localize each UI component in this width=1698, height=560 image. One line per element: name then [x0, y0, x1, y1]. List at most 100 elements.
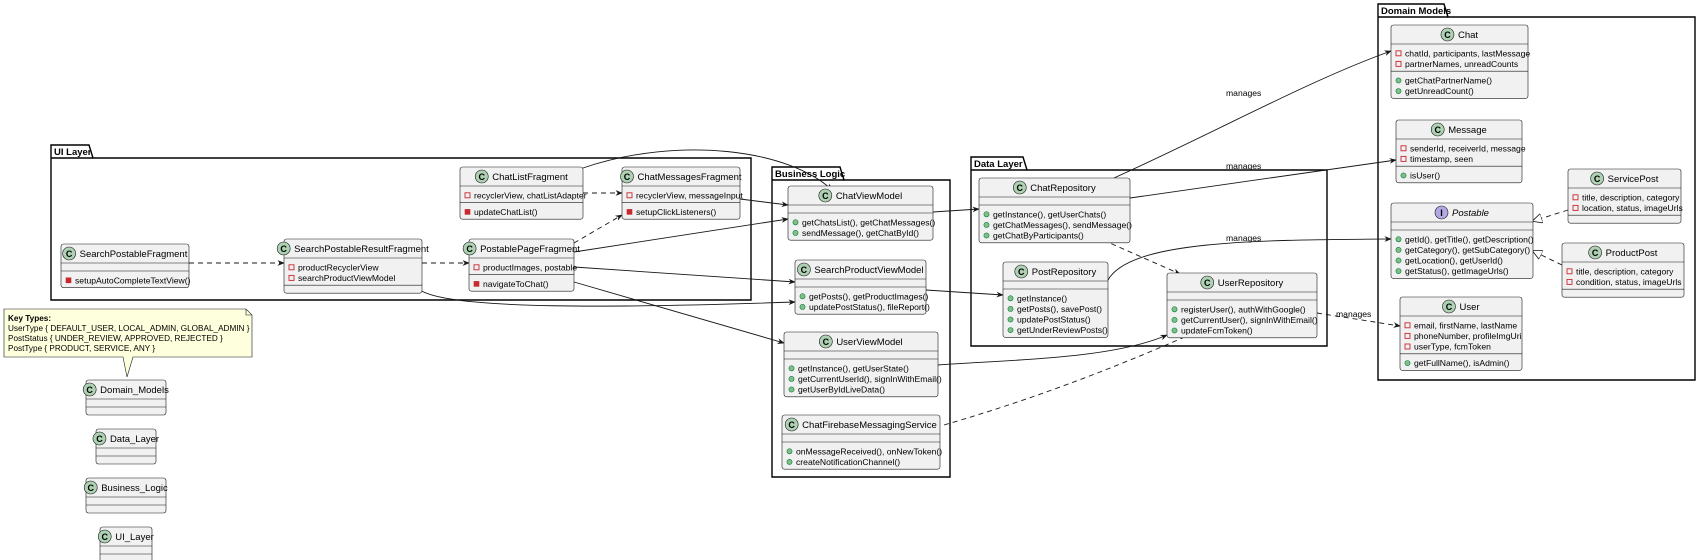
manages-label: manages — [1226, 88, 1261, 98]
class-icon — [1200, 275, 1215, 290]
class-icon — [1590, 171, 1604, 186]
class-search-postable-fragment[interactable]: C SearchPostableFragment setupAutoComplete… — [60, 243, 191, 288]
class-method: updateFcmToken() — [1181, 326, 1253, 336]
class-field: recyclerView, chatListAdapter — [474, 190, 587, 200]
public-method-icon — [1395, 268, 1402, 274]
class-method: getInstance(), getUserState() — [798, 363, 909, 373]
class-field: partnerNames, unreadCounts — [1405, 59, 1518, 69]
class-method: getId(), getTitle(), getDescription() — [1405, 234, 1534, 244]
class-method: updateChatList() — [474, 207, 538, 217]
class-method: registerUser(), authWithGoogle() — [1181, 304, 1306, 314]
stereotype-letter: C — [823, 337, 830, 347]
class-user-view-model[interactable]: C UserViewModel getInstance(), getUserStat… — [783, 331, 942, 398]
class-icon — [1442, 299, 1456, 314]
class-icon — [276, 241, 291, 256]
note-line-posttype: PostType { PRODUCT, SERVICE, ANY } — [8, 344, 155, 353]
class-icon — [1012, 180, 1027, 195]
class-name: UI_Layer — [115, 532, 154, 543]
class-field: condition, status, imageUrls — [1576, 277, 1682, 287]
public-method-icon — [1395, 246, 1402, 253]
public-method-icon — [983, 211, 990, 218]
public-method-icon — [1007, 295, 1014, 302]
private-field-icon — [1572, 194, 1579, 201]
package-label: UI Layer — [54, 147, 92, 158]
manages-label: manages — [1226, 233, 1261, 243]
class-method: getChatMessages(), sendMessage() — [993, 220, 1132, 230]
stereotype-letter: C — [1446, 302, 1453, 312]
class-name: ChatViewModel — [836, 191, 902, 202]
public-method-icon — [1007, 327, 1014, 333]
class-field: recyclerView, messageInput — [636, 190, 743, 200]
relation-edge — [573, 214, 623, 244]
package-label: Domain Models — [1381, 6, 1451, 17]
note-line-usertype: UserType { DEFAULT_USER, LOCAL_ADMIN, GL… — [8, 324, 250, 333]
class-method: setupAutoCompleteTextView() — [75, 275, 191, 285]
class-method: getStatus(), getImageUrls() — [1405, 266, 1509, 276]
stereotype-letter: C — [478, 172, 485, 182]
private-field-icon — [1395, 60, 1402, 67]
public-method-icon — [1395, 88, 1402, 94]
class-method: getChatsList(), getChatMessages() — [802, 217, 935, 227]
class-method: getChatByParticipants() — [993, 231, 1084, 241]
class-method: getUserByIdLiveData() — [798, 385, 885, 395]
relation-edge — [937, 334, 1168, 366]
class-field: location, status, imageUrls — [1582, 203, 1683, 213]
relation-edge — [573, 266, 796, 285]
stereotype-letter: C — [66, 249, 73, 259]
class-icon — [462, 241, 477, 256]
class-icon — [1440, 27, 1455, 42]
class-name: UserViewModel — [836, 337, 902, 348]
class-name: SearchPostableFragment — [80, 249, 188, 260]
stereotype-letter: C — [1204, 278, 1211, 288]
relation-edge — [739, 198, 789, 208]
class-field: chatId, participants, lastMessage — [1405, 48, 1530, 58]
class-icon — [92, 431, 107, 446]
class-name: Business_Logic — [101, 483, 168, 494]
public-method-icon — [1007, 305, 1014, 312]
class-icon — [620, 169, 634, 184]
private-field-icon — [1404, 332, 1411, 339]
public-method-icon — [786, 448, 793, 455]
class-name: ProductPost — [1606, 248, 1658, 259]
private-field-icon — [288, 264, 295, 271]
relation-edge — [1107, 236, 1392, 281]
class-method: setupClickListeners() — [636, 207, 716, 217]
stereotype-letter: C — [1434, 125, 1441, 135]
key-types-note: Key Types: UserType { DEFAULT_USER, LOCA… — [3, 308, 253, 378]
public-method-icon — [788, 386, 795, 393]
class-icon — [82, 382, 97, 397]
class-icon — [797, 262, 811, 277]
class-method: getFullName(), isAdmin() — [1414, 358, 1510, 368]
class-name: ChatRepository — [1030, 183, 1096, 194]
stereotype-letter: C — [1018, 267, 1025, 277]
class-name: Chat — [1458, 30, 1478, 41]
class-icon — [1014, 264, 1029, 279]
private-method-icon — [626, 209, 633, 215]
class-icon — [819, 334, 833, 349]
class-method: onMessageReceived(), onNewToken() — [796, 446, 942, 456]
class-icon — [97, 529, 112, 544]
note-line-poststatus: PostStatus { UNDER_REVIEW, APPROVED, REJ… — [8, 334, 223, 343]
class-method: getUnreadCount() — [1405, 86, 1474, 96]
class-method: navigateToChat() — [483, 279, 549, 289]
